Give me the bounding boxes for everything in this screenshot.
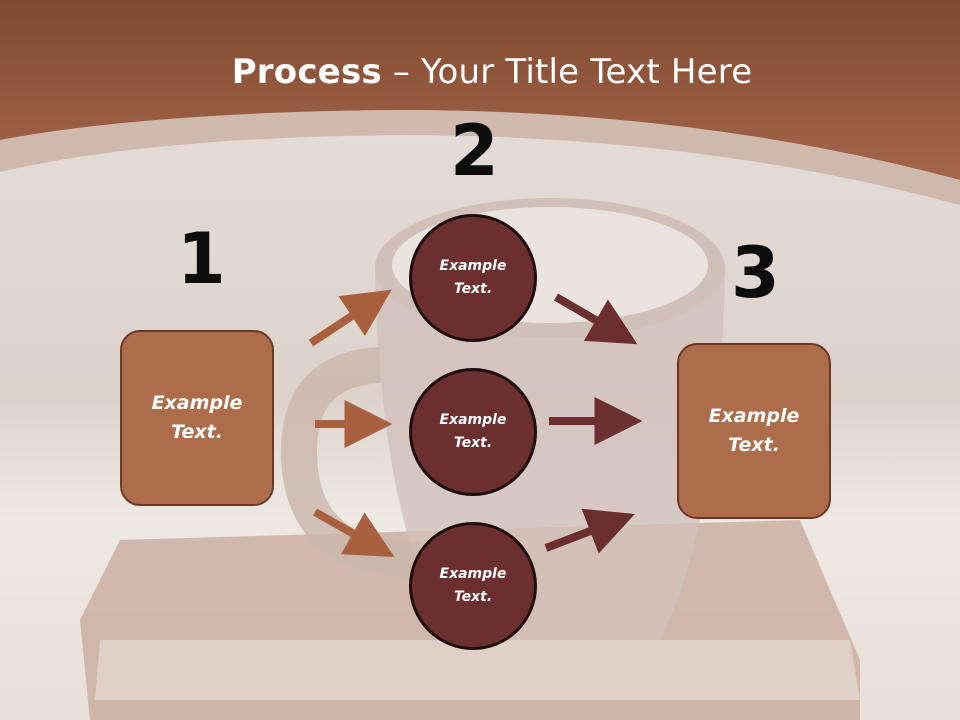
circle-top-line2: Text. [453,281,493,297]
left-box-line2: Text. [171,421,223,443]
right-box-line2: Text. [728,434,780,456]
arrow-to-top-circle [308,289,392,347]
circle-top-line1: Example [439,258,507,274]
step-number-2: 2 [450,110,499,192]
right-box-line1: Example [708,405,800,427]
title-rest: – Your Title Text Here [381,52,753,92]
circle-bottom-line2: Text. [453,589,493,605]
circle-bottom-line1: Example [439,566,507,582]
title-bold: Process [231,52,382,92]
circle-middle-line2: Text. [453,435,493,451]
left-box-line1: Example [151,392,243,414]
slide-title: Process – Your Title Text Here [0,52,960,92]
step-number-3: 3 [731,232,780,314]
arrow-to-bottom-circle [313,508,395,558]
arrow-from-top-circle [553,293,638,345]
arrow-from-bottom-circle [544,508,635,554]
circle-middle-line1: Example [439,412,507,428]
step-number-1: 1 [177,218,226,300]
